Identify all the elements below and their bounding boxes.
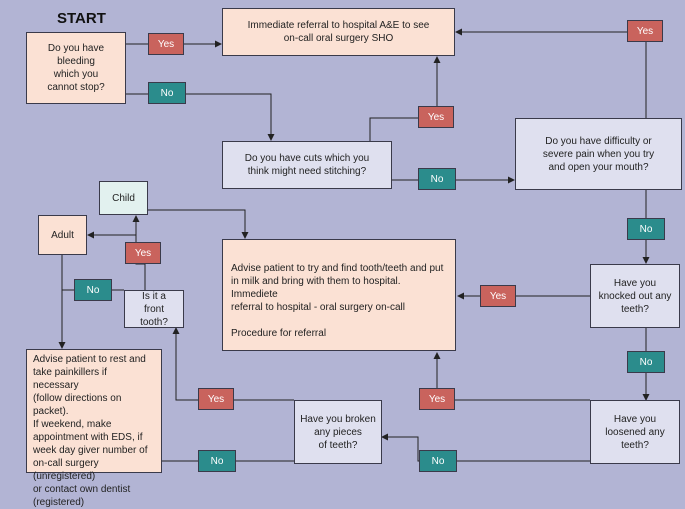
arrow-loosened-yes — [433, 352, 590, 401]
loosened-question: Have you loosened any teeth? — [590, 400, 680, 464]
broken-yes-tag: Yes — [198, 388, 234, 410]
stitching-no-tag: No — [418, 168, 456, 190]
adult-box: Adult — [38, 215, 87, 255]
arrow-front-yes — [132, 215, 146, 290]
bleeding-no-tag: No — [148, 82, 186, 104]
difficulty-no-tag: No — [627, 218, 665, 240]
stitching-question: Do you have cuts which you think might n… — [222, 141, 392, 189]
arrow-loosened-no — [381, 433, 610, 462]
arrow-difficulty-yes — [455, 28, 647, 118]
advise-milk-box: Advise patient to try and find tooth/tee… — [222, 239, 456, 351]
bleeding-yes-tag: Yes — [148, 33, 184, 55]
knocked-out-question: Have you knocked out any teeth? — [590, 264, 680, 328]
difficulty-question: Do you have difficulty or severe pain wh… — [515, 118, 682, 190]
bleeding-question: Do you have bleeding which you cannot st… — [26, 32, 126, 104]
loosened-no-tag: No — [419, 450, 457, 472]
broken-question: Have you broken any pieces of teeth? — [294, 400, 382, 464]
knocked-yes-tag: Yes — [480, 285, 516, 307]
broken-no-tag: No — [198, 450, 236, 472]
arrow-broken-yes — [172, 327, 294, 401]
rest-advice-box: Advise patient to rest and take painkill… — [26, 349, 162, 508]
knocked-no-tag: No — [627, 351, 665, 373]
start-label: START — [57, 10, 106, 27]
loosened-yes-tag: Yes — [419, 388, 455, 410]
arrow-child-to-advise — [148, 209, 249, 239]
front-tooth-question: Is it a front tooth? — [124, 290, 184, 328]
difficulty-yes-tag: Yes — [627, 20, 663, 42]
ae-referral-box: Immediate referral to hospital A&E to se… — [222, 8, 455, 56]
stitching-yes-tag: Yes — [418, 106, 454, 128]
front-no-tag: No — [74, 279, 112, 301]
arrow-stitching-yes — [369, 56, 441, 142]
child-box: Child — [99, 181, 148, 215]
front-yes-tag: Yes — [125, 242, 161, 264]
